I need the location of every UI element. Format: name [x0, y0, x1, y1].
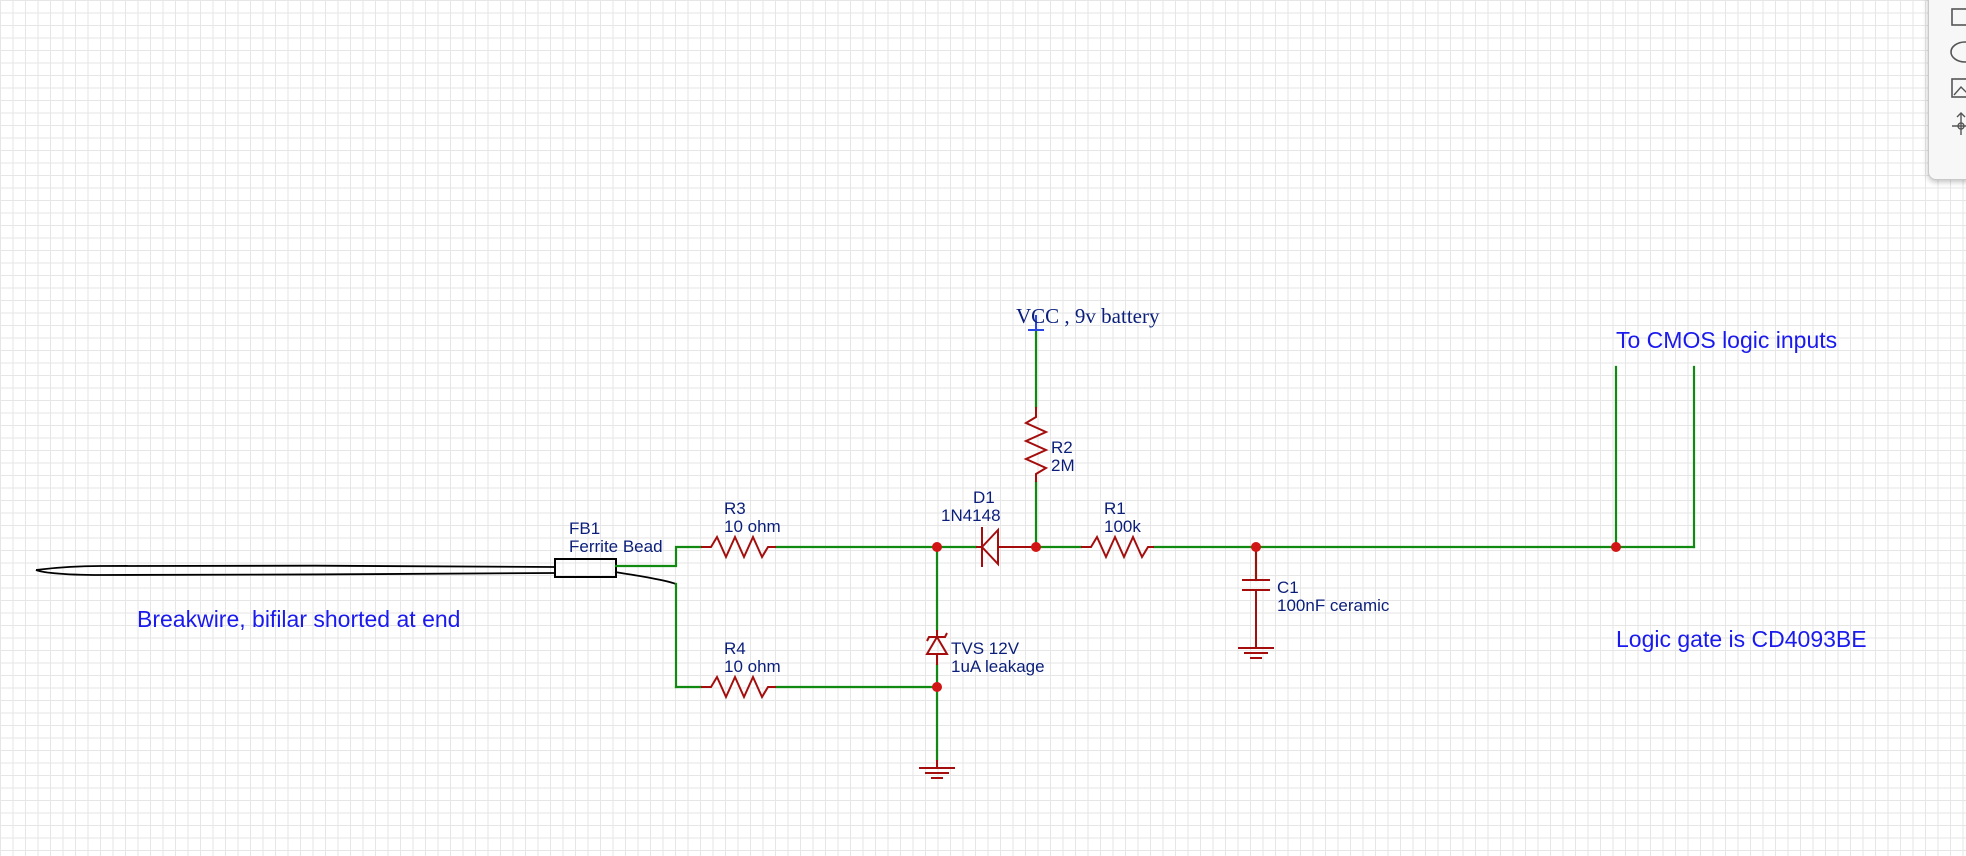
c1-value: 100nF ceramic [1277, 596, 1390, 615]
tvs-value: 1uA leakage [951, 657, 1045, 676]
breakwire-note: Breakwire, bifilar shorted at end [137, 606, 460, 632]
anchor-icon [1952, 112, 1966, 135]
breakwire[interactable] [35, 564, 677, 585]
ellipse-icon [1950, 41, 1966, 63]
r3-ref: R3 [724, 499, 746, 518]
fb1-value: Ferrite Bead [569, 537, 663, 556]
rectangle-icon [1951, 8, 1966, 26]
r2-ref: R2 [1051, 438, 1073, 457]
ferrite-bead-fb1[interactable] [554, 558, 617, 578]
r4-value: 10 ohm [724, 657, 781, 676]
fb1-ref: FB1 [569, 519, 600, 538]
d1-ref: D1 [973, 488, 995, 507]
ellipse-tool[interactable] [1949, 37, 1966, 67]
r2-value: 2M [1051, 456, 1075, 475]
r1-ref: R1 [1104, 499, 1126, 518]
tvs-ref: TVS 12V [951, 639, 1020, 658]
r3-value: 10 ohm [724, 517, 781, 536]
image-icon [1951, 78, 1966, 98]
vcc-label: VCC , 9v battery [1016, 304, 1160, 328]
wires [614, 328, 1696, 762]
d1-value: 1N4148 [941, 506, 1001, 525]
c1-ref: C1 [1277, 578, 1299, 597]
ground-symbol-c1 [1238, 645, 1274, 659]
resistor-r3[interactable] [701, 534, 776, 560]
gate-note: Logic gate is CD4093BE [1616, 626, 1867, 652]
r4-ref: R4 [724, 639, 746, 658]
capacitor-c1[interactable] [1242, 547, 1270, 645]
diode-d1[interactable] [976, 527, 1036, 567]
rectangle-tool[interactable] [1949, 3, 1966, 33]
resistor-r2[interactable] [1023, 407, 1049, 482]
ground-symbol-tvs [919, 760, 955, 779]
junction-dot [1611, 542, 1621, 552]
resistor-r4[interactable] [701, 674, 776, 700]
anchor-tool[interactable] [1949, 109, 1966, 139]
tvs-diode[interactable] [925, 630, 949, 665]
junction-dot [1251, 542, 1261, 552]
junction-dot [932, 542, 942, 552]
r1-value: 100k [1104, 517, 1141, 536]
image-tool[interactable] [1949, 73, 1966, 103]
cmos-note: To CMOS logic inputs [1616, 327, 1837, 353]
resistor-r1[interactable] [1081, 534, 1154, 560]
shape-toolbar [1928, 0, 1966, 180]
junction-dot [1031, 542, 1041, 552]
junction-dot [932, 682, 942, 692]
